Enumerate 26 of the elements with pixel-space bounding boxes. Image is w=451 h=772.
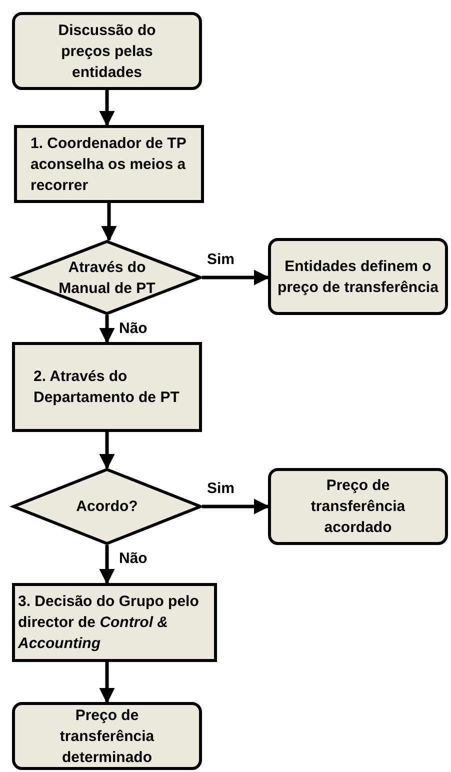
node-text: Preço de transferência acordado xyxy=(310,476,406,538)
node-text: 1. Coordenador de TP aconselha os meios a recorrer xyxy=(30,134,188,196)
terminal-box xyxy=(12,12,202,90)
process-box xyxy=(12,342,202,432)
arrow xyxy=(101,203,117,242)
arrow xyxy=(99,90,115,127)
arrow xyxy=(99,432,115,470)
terminal-box xyxy=(268,468,448,545)
decision-diamond xyxy=(12,240,202,315)
node-text: Preço de transferência determinado xyxy=(58,706,156,768)
process-box xyxy=(14,125,204,203)
arrow xyxy=(99,662,115,704)
terminal-box xyxy=(12,702,202,770)
node-text: Entidades definem o preço de transferência xyxy=(276,256,440,298)
node-text: 2. Através do Departamento de PT xyxy=(32,367,180,408)
arrow xyxy=(99,545,115,585)
node-text: Através do Manual de PT xyxy=(58,258,156,298)
node-text: Discussão do preços pelas entidades xyxy=(57,20,157,82)
arrow xyxy=(99,315,115,344)
decision-diamond xyxy=(12,468,202,545)
node-text: 3. Decisão do Grupo pelo director de Control & Accounting xyxy=(16,592,200,654)
arrow xyxy=(202,498,270,514)
node-text: Acordo? xyxy=(76,497,138,517)
arrow xyxy=(202,270,270,286)
terminal-box xyxy=(268,238,448,315)
process-box xyxy=(12,583,217,662)
